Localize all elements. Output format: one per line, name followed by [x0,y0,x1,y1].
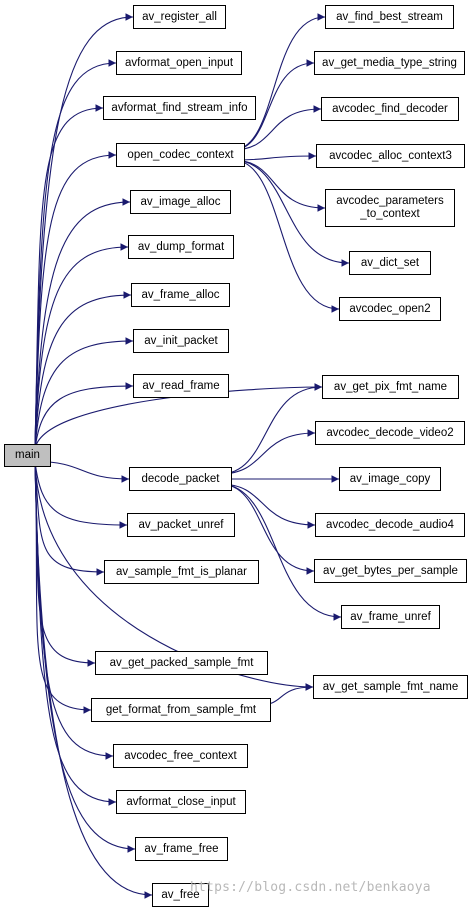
edge-open-codec-context-to-av-get-media-type-string [232,59,315,151]
edge-decode-packet-to-av-get-pix-fmt-name [219,383,323,475]
edge-main-to-get-format-from-sample-fmt [34,461,92,714]
node-avcodec-open2[interactable]: avcodec_open2 [339,297,441,321]
edge-decode-packet-to-avcodec-decode-video2 [219,429,316,475]
node-av-frame-unref[interactable]: av_frame_unref [341,605,440,629]
edge-main-to-av-free [34,461,153,899]
node-decode-packet[interactable]: decode_packet [129,467,232,491]
edge-main-to-av-image-alloc [34,198,131,450]
edge-main-to-av-dump-format [34,243,129,450]
watermark-url: https://blog.csdn.net/benkaoya [190,880,431,895]
node-av-read-frame[interactable]: av_read_frame [133,374,229,398]
node-av-get-pix-fmt-name[interactable]: av_get_pix_fmt_name [322,375,459,399]
node-av-frame-free[interactable]: av_frame_free [135,837,228,861]
node-main[interactable]: main [4,444,51,467]
edge-main-to-av-register-all [34,13,134,450]
node-avcodec-decode-audio4[interactable]: avcodec_decode_audio4 [315,513,465,537]
edge-decode-packet-to-av-frame-unref [219,483,342,621]
node-av-frame-alloc[interactable]: av_frame_alloc [131,283,230,307]
edge-open-codec-context-to-avcodec-alloc-context3 [232,152,317,161]
node-avformat-close-input[interactable]: avformat_close_input [116,790,246,814]
node-avcodec-alloc-context3[interactable]: avcodec_alloc_context3 [316,144,465,168]
edge-main-to-av-sample-fmt-is-planar [34,461,105,576]
node-av-packet-unref[interactable]: av_packet_unref [127,513,235,537]
edge-main-to-av-init-packet [34,337,134,450]
node-open-codec-context[interactable]: open_codec_context [116,143,245,167]
node-avcodec-parameters-to-context[interactable]: avcodec_parameters _to_context [325,189,455,227]
node-av-image-copy[interactable]: av_image_copy [339,467,441,491]
node-av-register-all[interactable]: av_register_all [133,5,226,29]
node-av-get-sample-fmt-name[interactable]: av_get_sample_fmt_name [313,675,468,699]
edge-main-to-av-get-sample-fmt-name [34,461,314,691]
node-av-free[interactable]: av_free [152,883,209,907]
edge-open-codec-context-to-av-dict-set [232,159,350,267]
node-av-find-best-stream[interactable]: av_find_best_stream [325,5,454,29]
edge-open-codec-context-to-avcodec-open2 [232,159,340,313]
node-av-image-alloc[interactable]: av_image_alloc [130,190,231,214]
node-av-dump-format[interactable]: av_dump_format [128,235,234,259]
node-avcodec-decode-video2[interactable]: avcodec_decode_video2 [315,421,465,445]
node-avcodec-free-context[interactable]: avcodec_free_context [113,744,248,768]
edge-main-to-avformat-close-input [34,461,117,806]
node-avformat-open-input[interactable]: avformat_open_input [116,51,242,75]
node-av-get-media-type-string[interactable]: av_get_media_type_string [314,51,465,75]
node-av-dict-set[interactable]: av_dict_set [349,251,431,275]
node-av-sample-fmt-is-planar[interactable]: av_sample_fmt_is_planar [104,560,259,584]
edge-main-to-av-read-frame [34,382,134,450]
edge-open-codec-context-to-av-find-best-stream [232,13,326,151]
node-avformat-find-stream-info[interactable]: avformat_find_stream_info [103,96,256,120]
node-av-init-packet[interactable]: av_init_packet [133,329,229,353]
edge-main-to-av-get-pix-fmt-name [34,383,323,450]
edge-main-to-avformat-find-stream-info [34,104,104,450]
node-av-get-packed-sample-fmt[interactable]: av_get_packed_sample_fmt [95,651,268,675]
node-avcodec-find-decoder[interactable]: avcodec_find_decoder [321,97,459,121]
edge-main-to-open-codec-context [34,151,117,450]
edge-decode-packet-to-av-get-bytes-per-sample [219,483,315,575]
edge-main-to-av-packet-unref [34,461,128,529]
edge-main-to-av-frame-alloc [34,291,132,450]
edge-main-to-av-get-packed-sample-fmt [34,461,96,667]
edge-open-codec-context-to-avcodec-find-decoder [232,105,322,151]
node-get-format-from-sample-fmt[interactable]: get_format_from_sample_fmt [91,698,271,722]
edge-decode-packet-to-avcodec-decode-audio4 [219,483,316,529]
node-av-get-bytes-per-sample[interactable]: av_get_bytes_per_sample [314,559,467,583]
edge-open-codec-context-to-avcodec-parameters-to-context [232,159,326,212]
